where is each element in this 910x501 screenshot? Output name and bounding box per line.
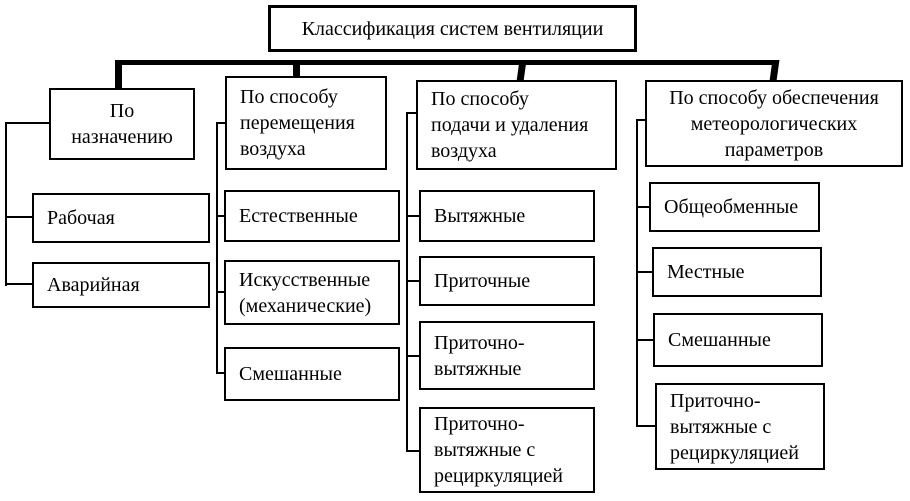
header-by-air-movement: По способу перемещения воздуха [225, 76, 387, 170]
connector-tick-col2-child3 [216, 372, 224, 374]
header-by-purpose-label: По назначению [71, 100, 173, 148]
connector-tick-col2-child2 [216, 291, 224, 293]
node-supply-exhaust-label: Приточно- вытяжные [434, 331, 525, 380]
node-mechanical: Искусственные (механические) [224, 260, 400, 325]
node-supply-exhaust-recirculation-label: Приточно- вытяжные с рециркуляцией [434, 413, 564, 487]
connector-stub-col2 [293, 60, 300, 78]
connector-tick-col3-child2 [406, 280, 419, 282]
node-mixed-meteo-label: Смешанные [668, 329, 771, 351]
node-supply-exhaust-recirculation-meteo: Приточно- вытяжные с рециркуляцией [655, 383, 825, 470]
node-supply: Приточные [419, 256, 595, 306]
connector-stub-col3 [516, 60, 527, 82]
node-supply-exhaust-recirculation: Приточно- вытяжные с рециркуляцией [419, 407, 595, 493]
connector-tick-col3-child3 [406, 355, 419, 357]
node-supply-exhaust: Приточно- вытяжные [419, 321, 595, 390]
root-title-label: Классификация систем вентиляции [301, 17, 604, 40]
connector-tick-col4-child2 [636, 271, 652, 273]
connector-tick-col4-child3 [636, 339, 653, 341]
connector-tick-col1-child2 [5, 283, 32, 285]
node-supply-exhaust-recirculation-meteo-label: Приточно- вытяжные с рециркуляцией [670, 389, 800, 464]
connector-tick-col4-child1 [636, 206, 649, 208]
node-general-exchange: Общеобменные [649, 182, 820, 232]
connector-tick-col1-header [5, 122, 49, 124]
connector-tick-col1-child1 [5, 216, 32, 218]
node-mixed-movement-label: Смешанные [239, 363, 342, 385]
node-supply-label: Приточные [434, 270, 531, 292]
connector-vertical-col1 [5, 122, 7, 286]
node-exhaust-label: Вытяжные [434, 205, 526, 227]
connector-stub-col4 [769, 60, 780, 81]
node-mixed-movement: Смешанные [224, 347, 400, 401]
header-by-purpose: По назначению [49, 88, 195, 160]
connector-tick-col3-child4 [406, 450, 419, 452]
root-title-box: Классификация систем вентиляции [268, 5, 637, 52]
node-local-label: Местные [667, 261, 745, 283]
connector-trunk-line [116, 60, 777, 65]
node-working-label: Рабочая [47, 207, 115, 229]
node-working: Рабочая [32, 193, 210, 243]
connector-vertical-col3 [406, 112, 408, 452]
node-emergency-label: Аварийная [47, 274, 140, 296]
node-mechanical-label: Искусственные (механические) [239, 268, 372, 317]
connector-tick-col3-header [406, 112, 417, 114]
connector-vertical-col4 [636, 119, 638, 427]
header-by-supply-removal: По способу подачи и удаления воздуха [416, 80, 617, 170]
header-by-air-movement-label: По способу перемещения воздуха [240, 86, 355, 160]
node-exhaust: Вытяжные [419, 190, 595, 242]
connector-tick-col2-child1 [216, 215, 224, 217]
header-by-meteorological-parameters: По способу обеспечения метеорологических… [645, 80, 903, 167]
connector-tick-col4-header [636, 119, 645, 121]
node-emergency: Аварийная [32, 262, 210, 308]
connector-tick-col4-child4 [636, 425, 655, 427]
node-general-exchange-label: Общеобменные [664, 196, 799, 218]
node-local: Местные [652, 247, 822, 297]
header-by-supply-removal-label: По способу подачи и удаления воздуха [431, 88, 589, 162]
connector-stub-col1 [115, 60, 122, 88]
connector-tick-col3-child1 [406, 215, 419, 217]
node-mixed-meteo: Смешанные [653, 313, 823, 367]
connector-vertical-col2 [216, 122, 218, 374]
node-natural-label: Естественные [239, 205, 358, 227]
header-by-meteorological-parameters-label: По способу обеспечения метеорологических… [669, 86, 879, 161]
node-natural: Естественные [224, 190, 400, 242]
connector-tick-col2-header [216, 122, 225, 124]
